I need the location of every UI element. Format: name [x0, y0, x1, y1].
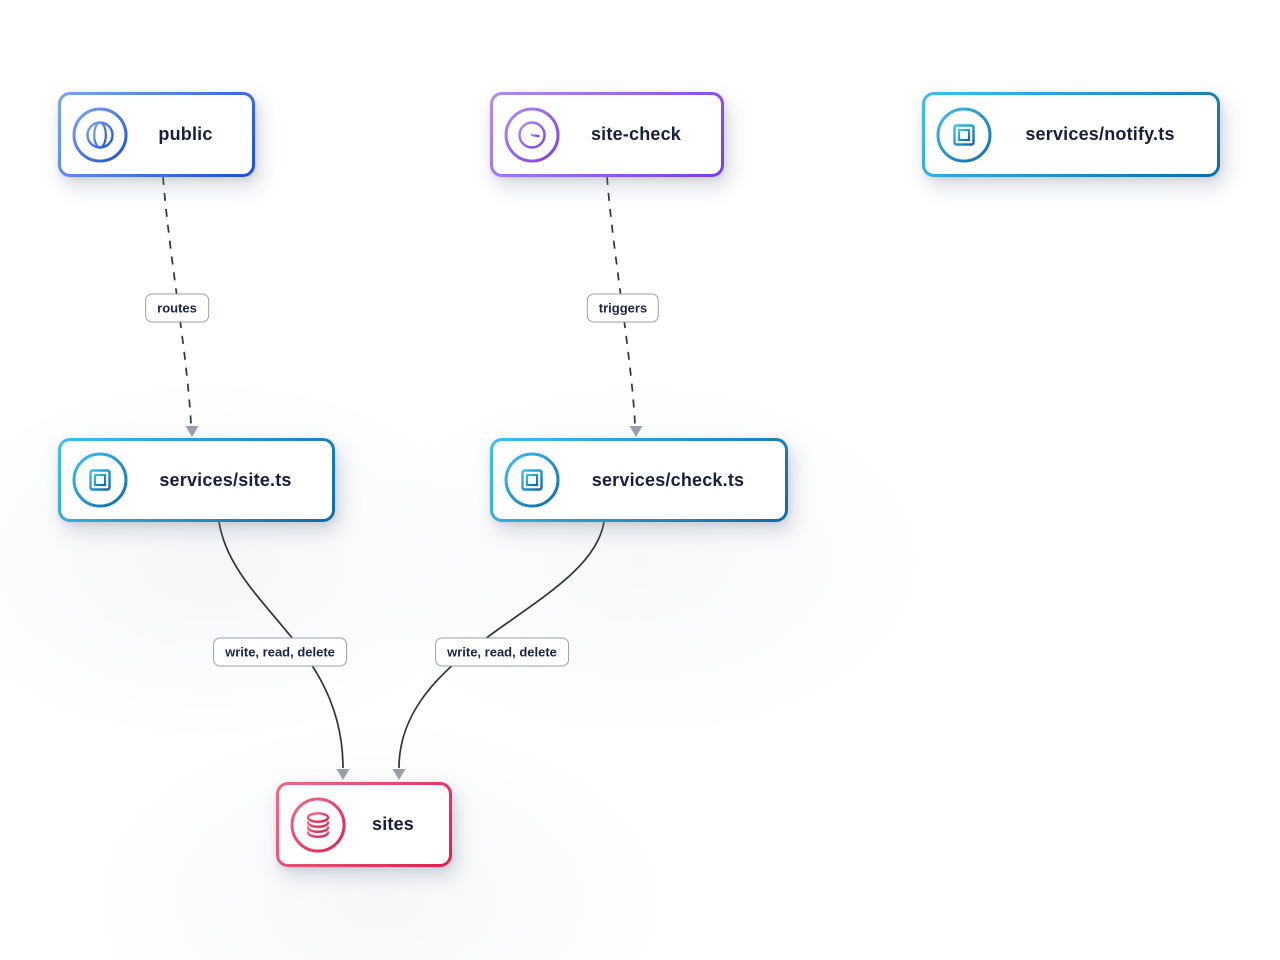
node-public[interactable]: public: [58, 92, 255, 177]
node-label: site-check: [590, 124, 682, 144]
chip-icon: [71, 451, 129, 509]
node-label: sites: [371, 814, 415, 834]
edge-label-write-read-delete-left: write, read, delete: [213, 637, 347, 667]
edge-site-to-sites: [218, 521, 344, 769]
node-services-site[interactable]: services/site.ts: [58, 438, 335, 522]
node-services-check[interactable]: services/check.ts: [490, 438, 788, 522]
edge-label-write-read-delete-right: write, read, delete: [435, 637, 569, 667]
arrowhead: [336, 769, 350, 780]
chip-icon: [503, 451, 561, 509]
edge-check-to-sites: [398, 521, 605, 769]
node-label: services/check.ts: [591, 469, 745, 490]
node-site-check[interactable]: site-check: [490, 92, 724, 177]
node-label: services/notify.ts: [1025, 124, 1175, 144]
edge-label-routes: routes: [145, 293, 209, 323]
arrowhead: [392, 769, 406, 780]
node-label: services/site.ts: [159, 469, 292, 490]
globe-icon: [71, 106, 129, 164]
edge-label-triggers: triggers: [586, 293, 660, 323]
node-label: public: [158, 124, 213, 144]
chip-icon: [935, 106, 993, 164]
node-sites[interactable]: sites: [276, 782, 452, 867]
clock-icon: [503, 106, 561, 164]
arrowhead: [629, 426, 643, 437]
database-icon: [289, 796, 347, 854]
arrowhead: [185, 426, 199, 437]
node-services-notify[interactable]: services/notify.ts: [922, 92, 1220, 177]
